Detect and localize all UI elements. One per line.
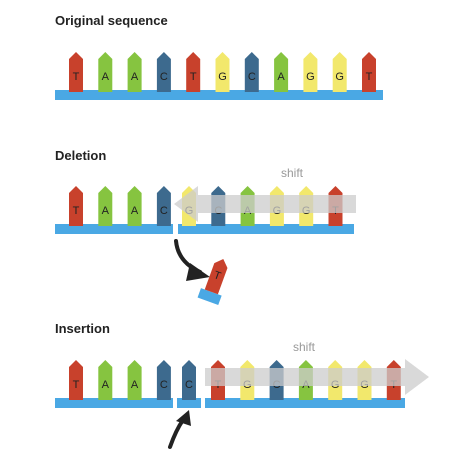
nucleotide-t-shape [362, 52, 376, 92]
nucleotide-letter: A [102, 379, 110, 391]
insertion-curve-arrowhead [176, 410, 191, 426]
nucleotide-letter: G [335, 71, 344, 83]
nucleotide-t-shape [69, 360, 83, 400]
nucleotide-c-shape [244, 52, 259, 92]
nucleotide-a-shape [127, 360, 142, 400]
removed-base-letter: T [212, 269, 223, 283]
insertion-inserted-backbone [177, 398, 201, 408]
nucleotide-a-shape [127, 52, 142, 92]
nucleotide-letter: C [248, 71, 256, 83]
deletion-title: Deletion [55, 148, 106, 163]
nucleotide-letter: T [190, 71, 197, 83]
nucleotide-t-shape [186, 52, 201, 92]
nucleotide-c-shape [156, 186, 171, 226]
nucleotide-letter: C [160, 71, 168, 83]
nucleotide-letter: A [102, 71, 110, 83]
nucleotide-letter: T [73, 71, 80, 83]
nucleotide-letter: A [131, 379, 139, 391]
nucleotide-letter: A [131, 71, 139, 83]
nucleotide-letter: T [73, 379, 80, 391]
nucleotide-g-shape [215, 52, 230, 92]
nucleotide-letter: A [131, 205, 139, 217]
nucleotide-letter: C [160, 379, 168, 391]
original-backbone [55, 90, 383, 100]
insertion-curve-arrow [168, 418, 185, 449]
nucleotide-t-shape [69, 186, 83, 226]
original-title: Original sequence [55, 13, 168, 28]
nucleotide-c-shape [156, 360, 171, 400]
nucleotide-g-shape [303, 52, 318, 92]
inserted-nucleotide-letter: C [185, 379, 193, 391]
nucleotide-letter: A [102, 205, 110, 217]
nucleotide-g-shape [332, 52, 347, 92]
removed-nucleotide: T [197, 258, 228, 306]
deletion-shift-arrow [174, 186, 356, 222]
removed-nucleotide-backbone [197, 288, 222, 306]
inserted-nucleotide-shape [182, 360, 196, 400]
deletion-right-backbone [178, 224, 354, 234]
deletion-curve-arrowhead [186, 263, 210, 281]
nucleotide-a-shape [274, 52, 289, 92]
insertion-inserted-bases: C [182, 360, 196, 400]
nucleotide-letter: G [218, 71, 227, 83]
removed-base-shape [204, 258, 228, 295]
nucleotide-letter: G [306, 71, 315, 83]
original-section: Original sequence T A A C T G C A G G T [55, 13, 383, 100]
deletion-left-backbone [55, 224, 173, 234]
nucleotide-a-shape [98, 360, 113, 400]
insertion-left-backbone [55, 398, 173, 408]
nucleotide-letter: T [366, 71, 373, 83]
nucleotide-a-shape [98, 186, 113, 226]
insertion-right-backbone [205, 398, 405, 408]
deletion-curve-arrow [174, 239, 202, 274]
insertion-title: Insertion [55, 321, 110, 336]
insertion-shift-arrow [205, 359, 429, 395]
nucleotide-a-shape [127, 186, 142, 226]
nucleotide-a-shape [98, 52, 113, 92]
nucleotide-letter: C [160, 205, 168, 217]
deletion-shift-label: shift [281, 166, 304, 180]
nucleotide-t-shape [69, 52, 83, 92]
insertion-shift-label: shift [293, 340, 316, 354]
nucleotide-letter: T [73, 205, 80, 217]
nucleotide-letter: A [277, 71, 285, 83]
nucleotide-c-shape [156, 52, 171, 92]
